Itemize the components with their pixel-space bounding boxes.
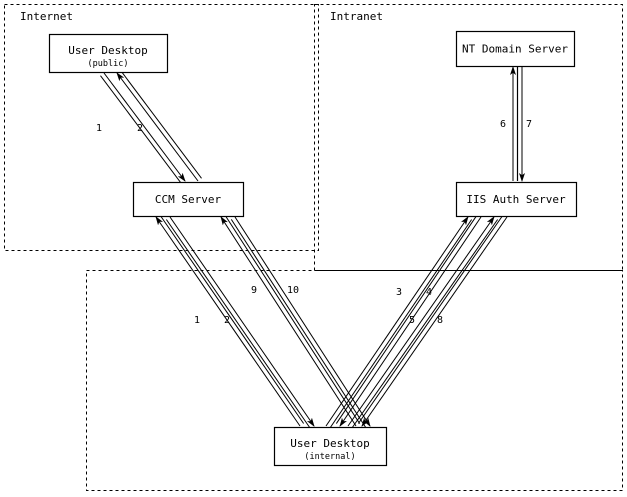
edge-rail-e5 xyxy=(351,219,499,429)
edge-line-e5 xyxy=(347,216,495,427)
edge-rail-e4 xyxy=(335,214,478,424)
node-box-nt-domain-server[interactable] xyxy=(455,30,576,68)
node-label-user-desktop-internal: User Desktop xyxy=(290,437,369,450)
edge-rail-e10 xyxy=(230,219,367,429)
edge-label-e6: 6 xyxy=(500,119,506,130)
node-sublabel-user-desktop-public: (public) xyxy=(88,59,129,69)
edge-e10 xyxy=(230,216,371,429)
edge-label-e3: 3 xyxy=(396,287,402,298)
edge-label-e2b: 2 xyxy=(224,315,230,326)
edge-line-e2 xyxy=(116,72,199,182)
edge-label-e1b: 1 xyxy=(194,315,200,326)
edge-line-e1 xyxy=(103,72,186,182)
edge-label-e1: 1 xyxy=(96,123,102,134)
zones-layer: Internet Intranet xyxy=(4,4,623,491)
node-label-nt-domain-server: NT Domain Server xyxy=(462,43,568,56)
edge-label-e2: 2 xyxy=(137,123,143,134)
edge-labels-layer: 1 2 1 2 9 10 6 7 3 4 5 8 xyxy=(96,119,532,326)
edge-rail-e2b xyxy=(165,219,311,429)
node-box-ccm-server[interactable] xyxy=(132,181,245,218)
edge-line-e1b xyxy=(155,216,301,427)
zone-boundary-intranet xyxy=(314,4,623,271)
edges-layer xyxy=(100,66,525,429)
edge-line-e10 xyxy=(234,216,371,427)
zone-internet: Internet xyxy=(4,4,319,251)
node-box-user-desktop-public[interactable] xyxy=(48,33,169,74)
zone-label-intranet: Intranet xyxy=(330,10,383,23)
edge-line-e9 xyxy=(220,216,357,427)
zone-label-internet: Internet xyxy=(20,10,73,23)
edge-rail-e9 xyxy=(224,214,361,424)
edge-e8 xyxy=(357,214,508,427)
zone-boundary-internet xyxy=(4,4,319,251)
node-sublabel-user-desktop-internal: (internal) xyxy=(304,452,355,462)
edge-rail-e1 xyxy=(100,75,182,184)
node-box-iis-auth-server[interactable] xyxy=(455,181,578,218)
edge-label-e7: 7 xyxy=(526,119,532,130)
nodes-layer: User Desktop (public) CCM Server NT Domain … xyxy=(48,30,578,467)
edge-label-e5: 5 xyxy=(409,315,415,326)
edge-e5 xyxy=(347,216,499,429)
edge-line-e8 xyxy=(361,216,508,427)
node-ccm-server[interactable]: CCM Server xyxy=(132,181,245,218)
edge-label-e4: 4 xyxy=(426,287,432,298)
edge-e1 xyxy=(100,72,186,184)
edge-line-e4 xyxy=(339,216,482,427)
edge-e2 xyxy=(116,70,202,182)
node-label-user-desktop-public: User Desktop xyxy=(68,44,147,57)
edge-e7 xyxy=(517,67,525,182)
edge-rail-e8 xyxy=(357,214,504,424)
node-box-user-desktop-internal[interactable] xyxy=(273,426,388,467)
edge-label-e9: 9 xyxy=(251,285,257,296)
edge-rail-e3 xyxy=(329,219,473,429)
edge-label-e10: 10 xyxy=(287,285,299,296)
node-iis-auth-server[interactable]: IIS Auth Server xyxy=(455,181,578,218)
edge-e4 xyxy=(335,214,482,427)
edge-e6 xyxy=(510,66,518,181)
node-nt-domain-server[interactable]: NT Domain Server xyxy=(455,30,576,68)
edge-line-e2b xyxy=(169,216,315,427)
edge-rail-e2 xyxy=(120,70,202,179)
edge-e1b xyxy=(155,214,305,427)
node-label-iis-auth-server: IIS Auth Server xyxy=(466,193,566,206)
edge-line-e3 xyxy=(325,216,469,427)
node-label-ccm-server: CCM Server xyxy=(155,193,222,206)
edge-rail-e1b xyxy=(159,214,305,424)
edge-e2b xyxy=(165,216,315,429)
edge-e3 xyxy=(325,216,473,429)
edge-e9 xyxy=(220,214,361,427)
zone-intranet: Intranet xyxy=(314,4,623,271)
edge-label-e8: 8 xyxy=(437,315,443,326)
node-user-desktop-internal[interactable]: User Desktop (internal) xyxy=(273,426,388,467)
node-user-desktop-public[interactable]: User Desktop (public) xyxy=(48,33,169,74)
